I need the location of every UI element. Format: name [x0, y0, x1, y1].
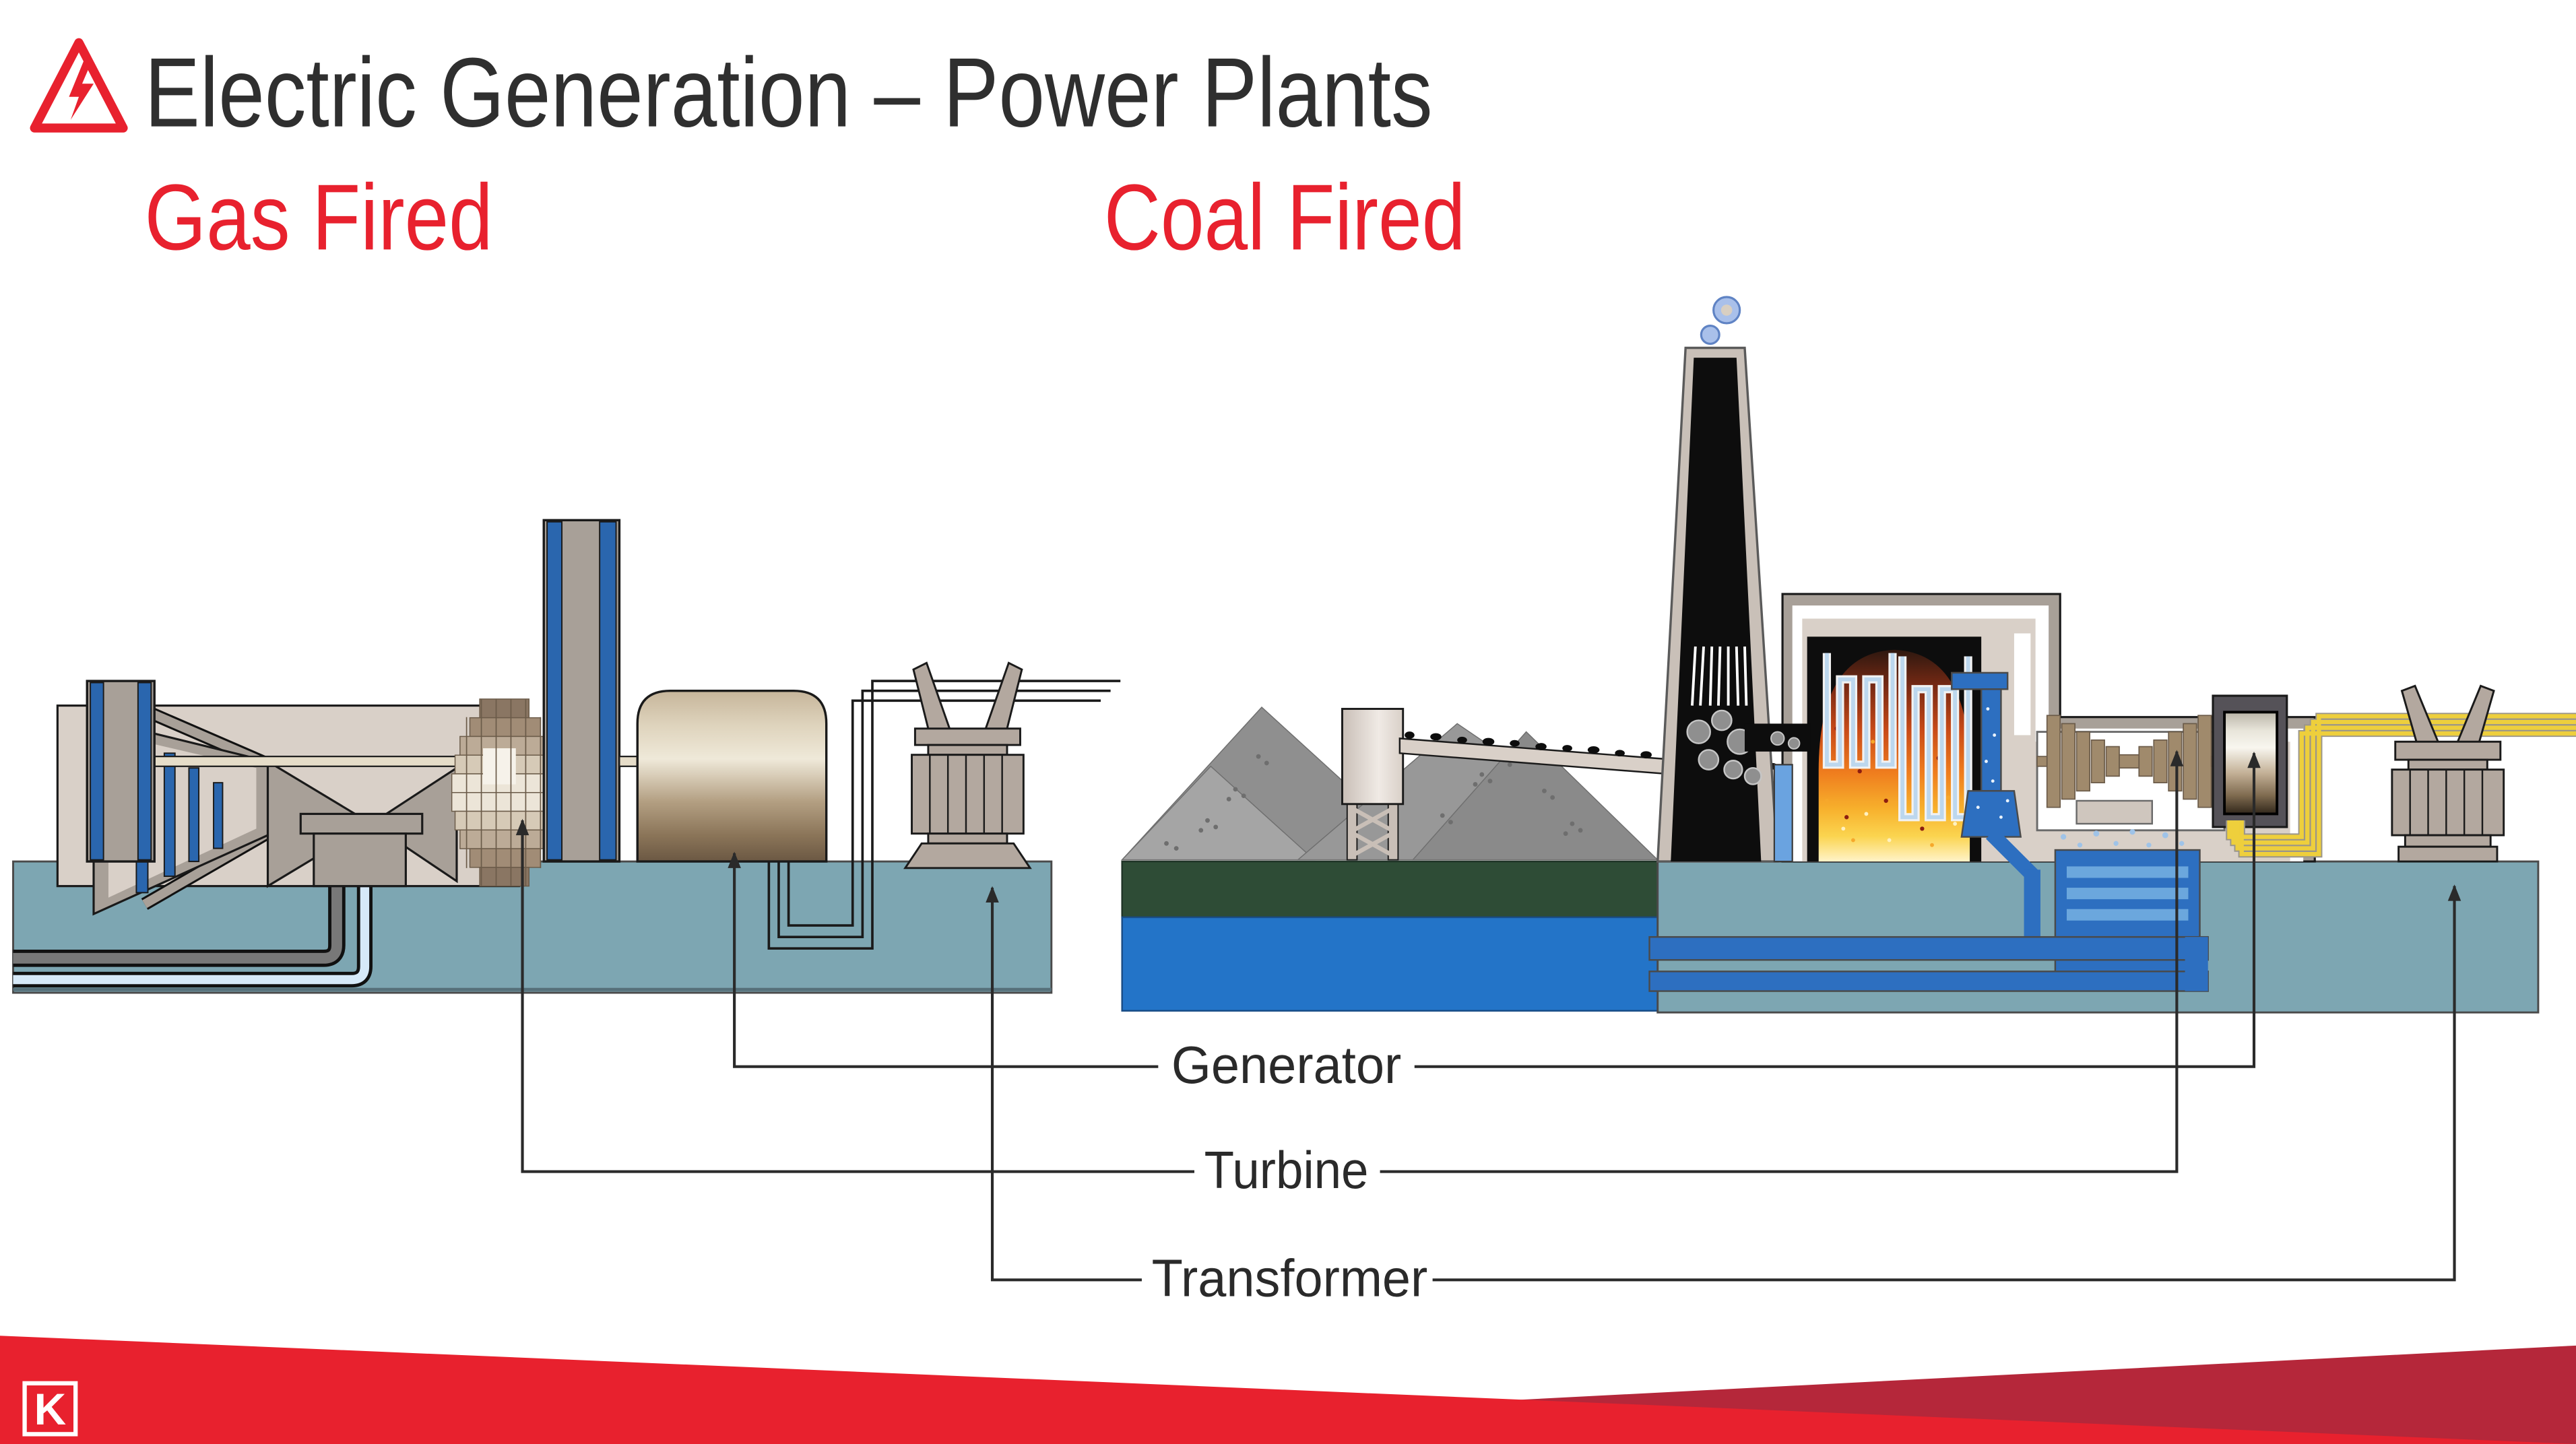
coal-plant [1648, 296, 2576, 1014]
callouts: Generator Turbine Transformer [515, 750, 2461, 1308]
downcomer-pipe [1951, 671, 2040, 941]
electric-hazard-icon [30, 38, 128, 133]
connector-transformer-coal [1432, 886, 2456, 1282]
coal-generator [2212, 694, 2288, 828]
coal-steam-turbine [2036, 715, 2222, 808]
power-cables [2226, 713, 2576, 858]
smokestack [1656, 296, 1811, 863]
logo-letter: K [34, 1384, 67, 1434]
steam-duct [2014, 633, 2031, 735]
label-generator: Generator [1171, 1035, 1401, 1094]
coal-yard-ground [1121, 860, 1659, 919]
conveyor-tower [1341, 708, 1405, 861]
connector-turbine-gas [521, 820, 1194, 1173]
water-reservoir [1121, 916, 1659, 1012]
gas-shaft-stub [618, 756, 639, 767]
boiler-tubes [1822, 653, 1972, 822]
page-title: Electric Generation – Power Plants [145, 38, 1433, 147]
connector-generator-coal [1414, 753, 2256, 1068]
flue-gas-lines [1690, 646, 1748, 706]
footer-ribbon: K [0, 1336, 2576, 1444]
chute-column [1773, 764, 1793, 863]
gas-transformer [903, 661, 1032, 869]
subtitle-coal-fired: Coal Fired [1104, 165, 1466, 269]
gas-generator [636, 690, 828, 863]
gas-plant [12, 519, 1121, 994]
label-turbine: Turbine [1204, 1140, 1369, 1200]
gas-intake-tower [86, 680, 156, 863]
subtitle-gas-fired: Gas Fired [145, 165, 493, 269]
gas-fuel-pipes [13, 882, 373, 988]
header: Electric Generation – Power Plants Gas F… [30, 38, 1466, 269]
label-transformer: Transformer [1152, 1249, 1428, 1308]
gas-exhaust-stack [542, 519, 621, 863]
company-logo: K [22, 1381, 78, 1437]
cooling-pipes [1648, 936, 2209, 992]
stack-smoke-icon [1700, 296, 1741, 346]
coal-yard [1120, 707, 1782, 1012]
connector-generator-gas [733, 853, 1159, 1068]
gas-turbine [451, 698, 544, 887]
connector-transformer-gas [990, 888, 1142, 1282]
coal-transformer [2391, 684, 2505, 863]
gas-combustor [266, 759, 458, 888]
connector-turbine-coal [1380, 751, 2179, 1173]
